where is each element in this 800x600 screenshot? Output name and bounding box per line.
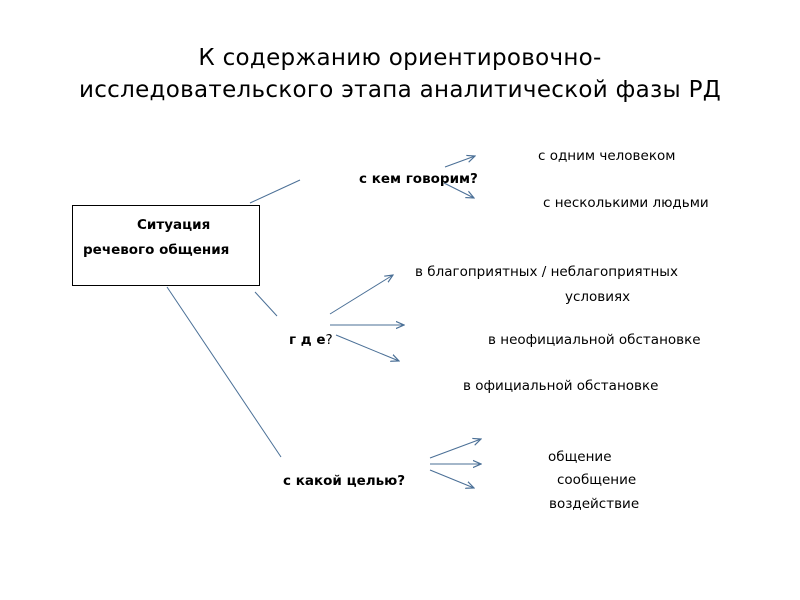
answer-favorable-conditions: в благоприятных / неблагоприятных [415, 264, 678, 280]
connector-box-to-where [254, 291, 278, 317]
arrow-who-one [444, 156, 475, 168]
question-purpose: с какой целью? [283, 473, 406, 489]
slide-title-line-1: К содержанию ориентировочно- [198, 45, 602, 71]
question-where-text: г д е [289, 332, 326, 348]
question-where-mark: ? [325, 332, 333, 348]
arrow-where-formal [335, 334, 399, 361]
answer-several-people: с несколькими людьми [543, 195, 709, 211]
situation-label-line-2: речевого общения [83, 242, 230, 258]
answer-formal-setting: в официальной обстановке [463, 378, 659, 394]
question-where: г д е? [289, 332, 333, 348]
situation-label-line-1: Ситуация [137, 217, 211, 233]
situation-box [72, 205, 260, 286]
slide-title: К содержанию ориентировочно- исследовате… [0, 42, 800, 106]
slide-title-line-2: исследовательского этапа аналитической ф… [78, 77, 722, 103]
connector-box-to-who [249, 179, 301, 204]
answer-influence: воздействие [549, 496, 640, 512]
answer-informal-setting: в неофициальной обстановке [488, 332, 701, 348]
connector-box-to-purpose [166, 286, 282, 458]
arrow-purpose-communication [429, 439, 481, 459]
arrow-where-favorable [329, 275, 393, 315]
answer-message: сообщение [557, 472, 637, 488]
answer-communication: общение [548, 449, 612, 465]
arrow-who-many [443, 182, 474, 198]
question-who: с кем говорим? [359, 171, 478, 187]
answer-conditions: условиях [565, 289, 631, 305]
answer-one-person: с одним человеком [538, 148, 676, 164]
arrow-purpose-influence [429, 469, 474, 488]
